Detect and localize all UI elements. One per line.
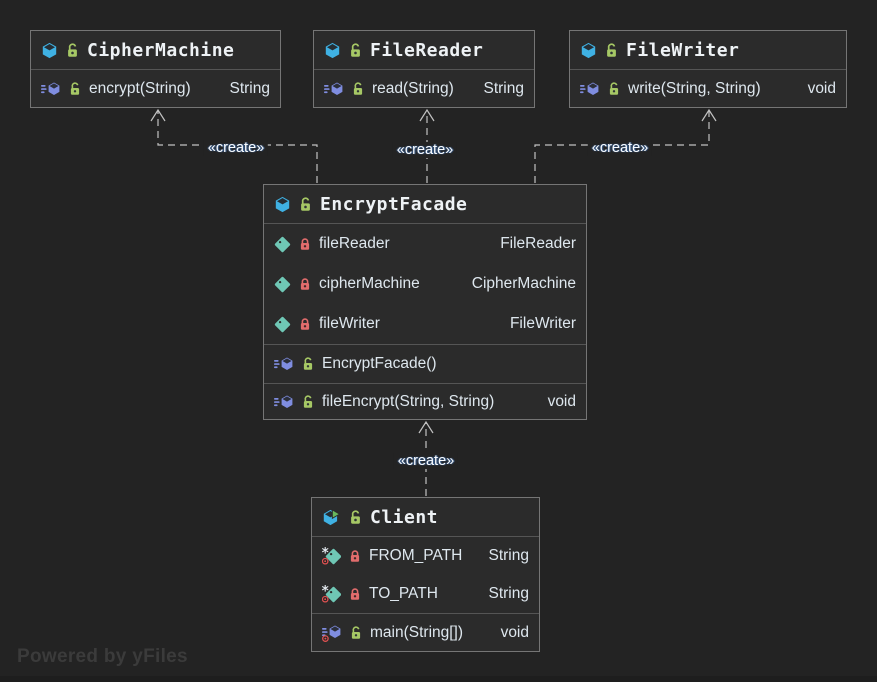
method-icon	[580, 81, 600, 97]
field-name: fileReader	[319, 235, 390, 252]
lock-open-icon	[608, 81, 620, 96]
method-name: main(String[])	[370, 623, 464, 641]
class-title: FileReader	[370, 39, 484, 61]
yfiles-watermark: Powered by yFiles	[17, 646, 188, 667]
lock-open-icon	[349, 42, 362, 58]
class-icon	[580, 42, 597, 59]
static-method-row[interactable]: main(String[]) void	[312, 613, 539, 651]
class-header[interactable]: FileWriter	[570, 31, 846, 70]
edge-label-create[interactable]: «create»	[392, 142, 458, 158]
lock-closed-icon	[349, 549, 361, 563]
field-icon	[274, 276, 291, 293]
method-icon	[324, 81, 344, 97]
field-type: FileWriter	[509, 315, 576, 332]
class-header[interactable]: FileReader	[314, 31, 534, 70]
class-icon	[41, 42, 58, 59]
class-node-encryptfacade[interactable]: EncryptFacade fileReader FileReader ciph…	[263, 184, 587, 420]
class-icon	[324, 42, 341, 59]
method-name: EncryptFacade()	[322, 355, 437, 372]
class-title: CipherMachine	[87, 39, 235, 61]
static-final-field-icon	[322, 585, 341, 603]
static-field-row[interactable]: TO_PATH String	[312, 575, 539, 613]
class-title: FileWriter	[626, 39, 740, 61]
method-name: fileEncrypt(String, String)	[322, 392, 495, 410]
field-row[interactable]: fileReader FileReader	[264, 224, 586, 264]
field-type: String	[488, 585, 530, 602]
field-name: FROM_PATH	[369, 547, 463, 564]
class-icon	[274, 196, 291, 213]
class-header[interactable]: CipherMachine	[31, 31, 280, 70]
field-row[interactable]: fileWriter FileWriter	[264, 304, 586, 344]
field-row[interactable]: cipherMachine CipherMachine	[264, 264, 586, 304]
lock-open-icon	[299, 196, 312, 212]
method-return-type: String	[229, 79, 271, 97]
lock-closed-icon	[299, 237, 311, 251]
lock-closed-icon	[299, 317, 311, 331]
edge-label-create[interactable]: «create»	[587, 140, 653, 156]
static-final-field-icon	[322, 547, 341, 565]
runnable-class-icon	[322, 508, 341, 526]
class-title: Client	[370, 506, 439, 528]
method-row[interactable]: write(String, String) void	[570, 70, 846, 107]
field-type: CipherMachine	[471, 275, 576, 292]
lock-open-icon	[350, 625, 362, 640]
class-title: EncryptFacade	[320, 193, 468, 215]
lock-open-icon	[69, 81, 81, 96]
field-name: cipherMachine	[319, 275, 420, 292]
method-return-type: String	[483, 79, 525, 97]
class-node-filereader[interactable]: FileReader read(String) String	[313, 30, 535, 108]
method-return-type: void	[807, 79, 836, 97]
method-icon	[274, 394, 294, 410]
lock-open-icon	[352, 81, 364, 96]
static-method-icon	[322, 624, 342, 642]
method-row[interactable]: encrypt(String) String	[31, 70, 280, 107]
method-row[interactable]: read(String) String	[314, 70, 534, 107]
lock-open-icon	[302, 394, 314, 409]
method-row[interactable]: fileEncrypt(String, String) void	[264, 383, 586, 419]
lock-open-icon	[349, 509, 362, 525]
field-type: String	[488, 547, 530, 564]
field-name: fileWriter	[319, 315, 380, 332]
method-name: read(String)	[372, 79, 454, 97]
field-icon	[274, 236, 291, 253]
static-field-row[interactable]: FROM_PATH String	[312, 537, 539, 575]
edge-label-create[interactable]: «create»	[393, 453, 459, 469]
method-name: encrypt(String)	[89, 79, 191, 97]
field-type: FileReader	[500, 235, 576, 252]
method-return-type: void	[547, 392, 576, 410]
field-name: TO_PATH	[369, 585, 438, 602]
class-node-filewriter[interactable]: FileWriter write(String, String) void	[569, 30, 847, 108]
method-icon	[41, 81, 61, 97]
lock-open-icon	[66, 42, 79, 58]
method-return-type: void	[500, 623, 529, 641]
class-node-ciphermachine[interactable]: CipherMachine encrypt(String) String	[30, 30, 281, 108]
lock-closed-icon	[349, 587, 361, 601]
field-icon	[274, 316, 291, 333]
edge-label-create[interactable]: «create»	[203, 140, 269, 156]
lock-closed-icon	[299, 277, 311, 291]
method-icon	[274, 356, 294, 372]
class-header[interactable]: EncryptFacade	[264, 185, 586, 224]
class-header[interactable]: Client	[312, 498, 539, 537]
method-name: write(String, String)	[628, 79, 761, 97]
window-bottom-edge	[0, 676, 877, 682]
lock-open-icon	[302, 357, 314, 371]
class-node-client[interactable]: Client FROM_PATH String TO_PATH String	[311, 497, 540, 652]
constructor-row[interactable]: EncryptFacade()	[264, 344, 586, 383]
lock-open-icon	[605, 42, 618, 58]
